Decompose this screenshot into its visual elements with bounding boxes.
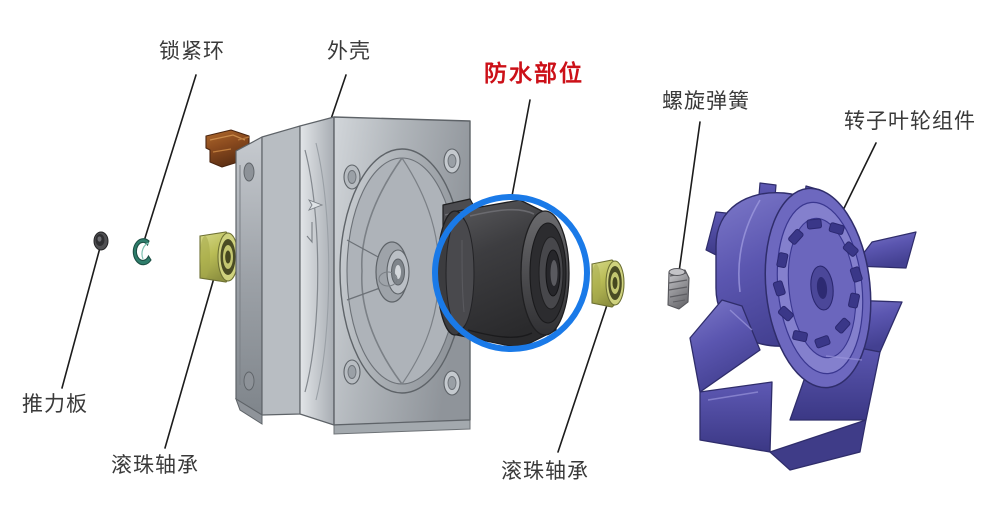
part-thrust-plate <box>93 231 109 251</box>
part-rotor-impeller-assembly <box>689 182 917 471</box>
part-housing <box>235 116 471 435</box>
leader-line-ball-bearing-right <box>557 289 613 453</box>
label-rotor-impeller-assembly: 转子叶轮组件 <box>844 110 976 133</box>
label-lock-ring: 锁紧环 <box>159 40 225 63</box>
label-thrust-plate: 推力板 <box>22 393 88 416</box>
part-lock-ring <box>132 238 152 266</box>
part-ball-bearing-right <box>591 259 625 308</box>
leader-line-thrust-plate <box>61 243 102 389</box>
part-ball-bearing-left <box>199 231 239 283</box>
label-ball-bearing-right: 滚珠轴承 <box>501 460 589 483</box>
leader-line-ball-bearing-left <box>164 263 219 449</box>
part-coil-spring <box>667 268 690 310</box>
leader-line-waterproof <box>511 99 531 197</box>
label-coil-spring: 螺旋弹簧 <box>662 90 750 113</box>
leader-line-coil-spring <box>678 121 701 273</box>
part-waterproof-bushing <box>436 198 570 349</box>
label-waterproof-area: 防水部位 <box>484 60 584 86</box>
label-ball-bearing-left: 滚珠轴承 <box>111 454 199 477</box>
label-housing: 外壳 <box>327 40 371 63</box>
leader-line-lock-ring <box>144 74 197 239</box>
waterproof-highlight-circle <box>432 194 590 352</box>
